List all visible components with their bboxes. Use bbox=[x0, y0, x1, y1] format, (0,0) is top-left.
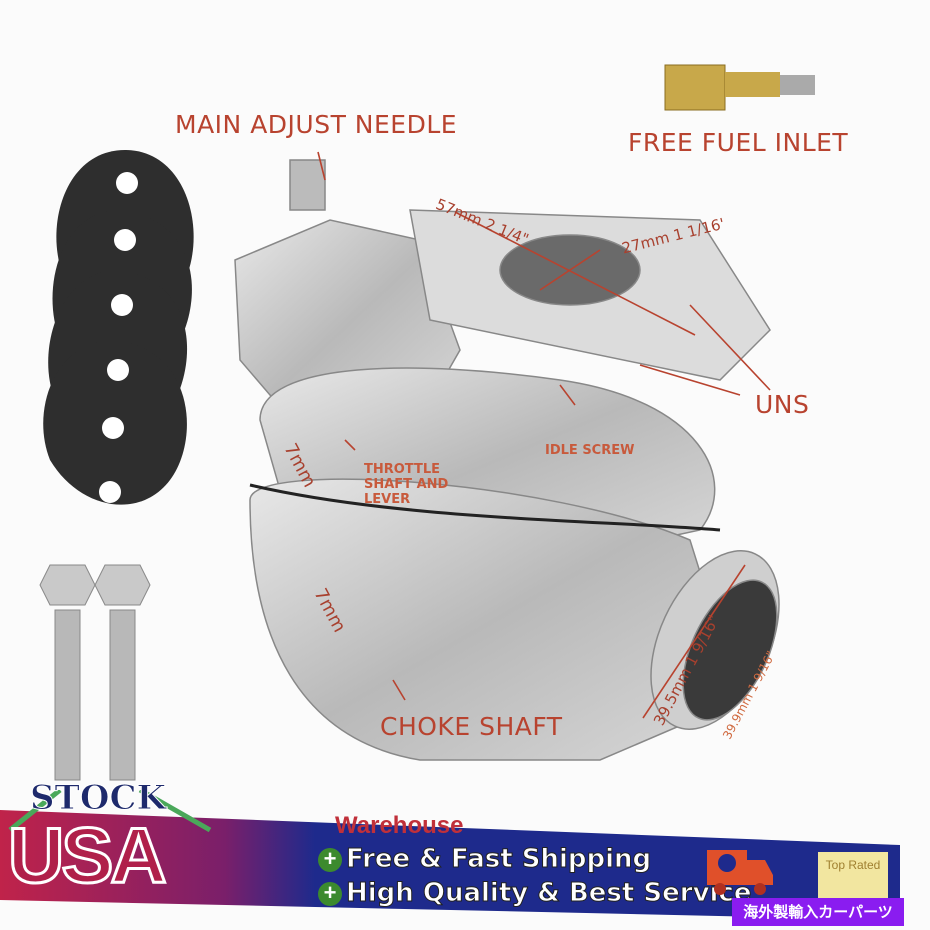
shipping-line: Free & Fast Shipping bbox=[345, 844, 652, 875]
usa-text: USA bbox=[7, 810, 169, 901]
plus-icon: + bbox=[318, 848, 342, 872]
carburetor bbox=[234, 159, 780, 761]
label-idle-screw: IDLE SCREW bbox=[545, 443, 635, 458]
top-rated-badge: Top Rated bbox=[818, 852, 888, 902]
label-throttle-shaft: THROTTLE SHAFT AND LEVER bbox=[364, 462, 449, 507]
label-choke-shaft: CHOKE SHAFT bbox=[380, 712, 563, 741]
stock-text: STOCK bbox=[29, 778, 167, 819]
dimension-lines bbox=[317, 151, 771, 719]
gasket-set bbox=[43, 150, 194, 505]
label-main-adjust-needle: MAIN ADJUST NEEDLE bbox=[175, 110, 458, 139]
delivery-truck-icon bbox=[707, 850, 773, 895]
studs-and-nuts bbox=[39, 564, 151, 781]
banner-background bbox=[0, 790, 900, 920]
shop-tag: 海外製輸入カーパーツ bbox=[732, 898, 904, 926]
warehouse-text: Warehouse bbox=[335, 812, 464, 839]
promo-banner: STOCK USA Warehouse + + Free & Fast Ship… bbox=[0, 778, 930, 930]
quality-line: High Quality & Best Service bbox=[345, 878, 752, 909]
fuel-inlet-fitting bbox=[664, 64, 815, 111]
label-thread-uns: UNS bbox=[755, 390, 810, 419]
plus-icon: + bbox=[318, 882, 342, 906]
label-free-fuel-inlet: FREE FUEL INLET bbox=[628, 128, 849, 157]
